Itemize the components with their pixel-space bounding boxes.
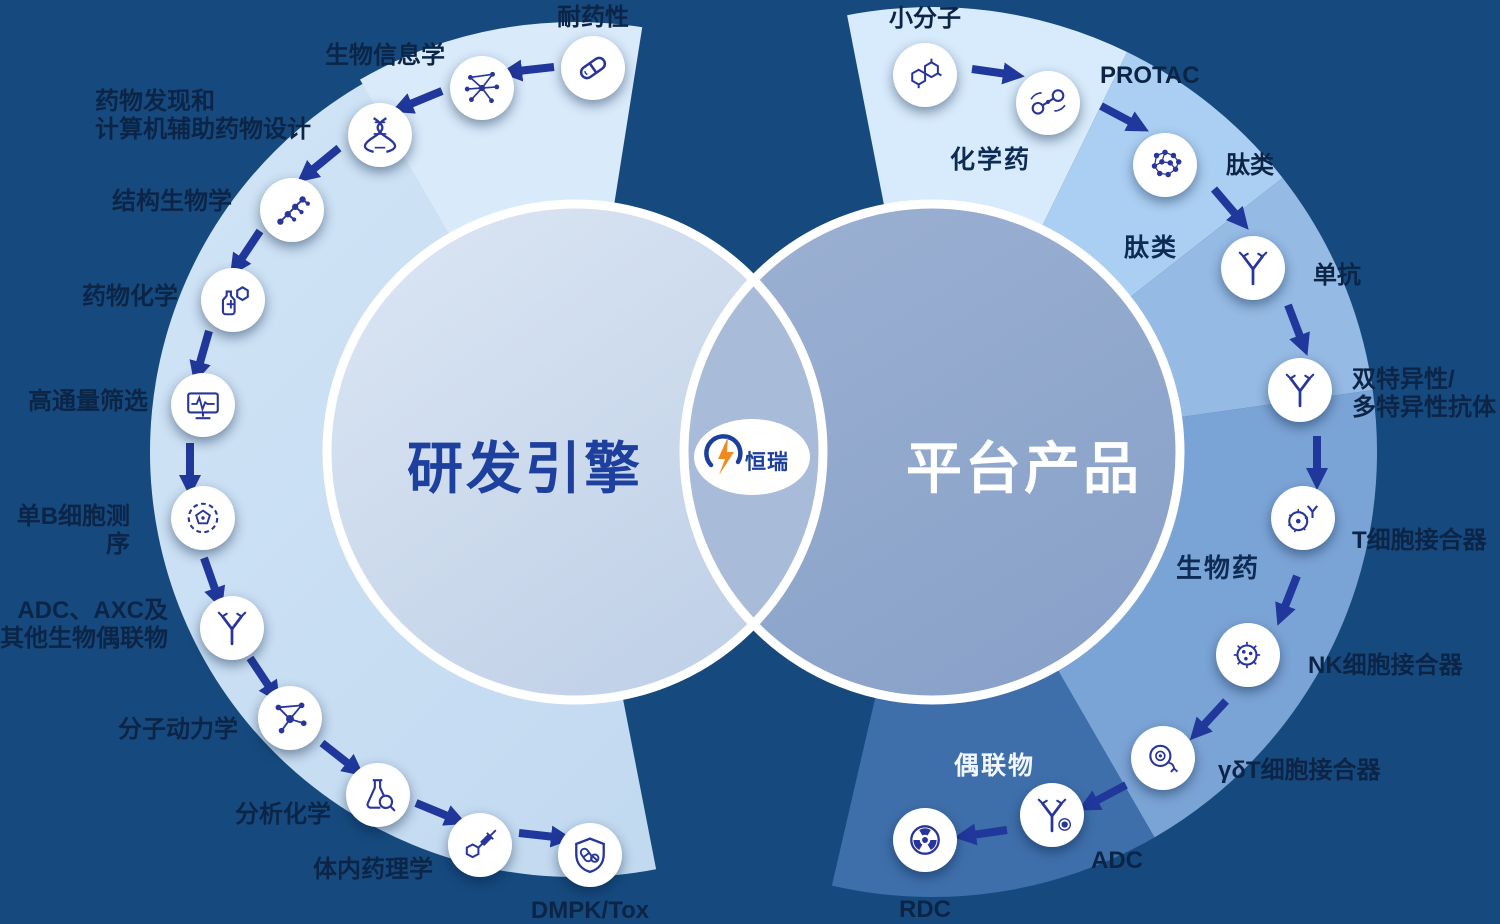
shield-pills-icon (571, 836, 609, 874)
logo (694, 419, 810, 495)
flow-arrows-right (954, 62, 1328, 846)
label-structural-biology: 结构生物学 (112, 188, 232, 215)
flask-magnifier-icon (359, 776, 397, 814)
nk-cell-engager-icon (1229, 636, 1267, 674)
label-small-molecule: 小分子 (889, 5, 961, 32)
label-nk-cell-engager: NK细胞接合器 (1308, 652, 1463, 679)
node-structural-biology (260, 178, 324, 242)
label-peptides: 肽类 (1226, 152, 1274, 179)
node-t-cell-engager (1271, 486, 1335, 550)
node-rdc (893, 808, 957, 872)
dna-icon (361, 116, 399, 154)
node-monoclonal-antibody (1221, 236, 1285, 300)
label-gdt-cell-engager: γδT细胞接合器 (1218, 757, 1381, 784)
label-single-b-cell-sequencing: 单B细胞测序 (16, 503, 130, 559)
node-analytical-chemistry (346, 763, 410, 827)
node-peptides (1133, 133, 1197, 197)
node-adc (1020, 783, 1084, 847)
sector-label-conjugates: 偶联物 (954, 752, 1036, 780)
network-icon (463, 69, 501, 107)
node-bispecific-antibody (1268, 358, 1332, 422)
label-rdc: RDC (899, 896, 951, 923)
syringe-molecule-icon (461, 826, 499, 864)
label-t-cell-engager: T细胞接合器 (1352, 527, 1487, 554)
label-drug-discovery-cadd: 药物发现和 计算机辅助药物设计 (95, 88, 311, 144)
chemistry-bottle-icon (214, 281, 252, 319)
screening-monitor-icon (184, 386, 222, 424)
node-drug-discovery-cadd (348, 103, 412, 167)
logo-bolt-icon (718, 437, 734, 475)
label-analytical-chemistry: 分析化学 (235, 801, 331, 828)
t-cell-engager-icon (1284, 499, 1322, 537)
right-circle-border (679, 199, 1185, 705)
left-circle-border (322, 199, 828, 705)
label-medicinal-chemistry: 药物化学 (82, 283, 178, 310)
label-protac: PROTAC (1100, 62, 1200, 89)
node-molecular-dynamics (258, 686, 322, 750)
peptide-cluster-icon (1146, 146, 1184, 184)
node-gdt-cell-engager (1131, 726, 1195, 790)
node-bioinformatics (450, 56, 514, 120)
sector-label-biologics: 生物药 (1176, 553, 1261, 583)
node-nk-cell-engager (1216, 623, 1280, 687)
right-circle-title: 平台产品 (906, 437, 1142, 500)
node-adc-axc-bioconjugates (200, 596, 264, 660)
label-in-vivo-pharmacology: 体内药理学 (313, 856, 433, 883)
left-circle-title: 研发引擎 (407, 437, 643, 500)
capsule-icon (574, 49, 612, 87)
label-dmpk-tox: DMPK/Tox (530, 897, 650, 924)
bispecific-antibody-icon (1281, 371, 1319, 409)
label-bispecific-antibody: 双特异性/ 多特异性抗体 (1352, 366, 1496, 422)
right-circle (684, 204, 1180, 700)
label-monoclonal-antibody: 单抗 (1313, 262, 1361, 289)
logo-text: 恒瑞 (745, 451, 789, 474)
node-medicinal-chemistry (201, 268, 265, 332)
protac-linker-icon (1029, 84, 1067, 122)
small-molecule-icon (906, 56, 944, 94)
gdt-cell-engager-icon (1144, 739, 1182, 777)
antibody-icon (1234, 249, 1272, 287)
node-in-vivo-pharmacology (448, 813, 512, 877)
sector-label-peptides: 肽类 (1124, 234, 1179, 262)
antibody-conjugate-icon (213, 609, 251, 647)
label-molecular-dynamics: 分子动力学 (118, 716, 238, 743)
label-drug-resistance: 耐药性 (557, 4, 629, 31)
left-circle (327, 204, 823, 700)
node-high-throughput-screening (171, 373, 235, 437)
adc-antibody-icon (1033, 796, 1071, 834)
label-high-throughput-screening: 高通量筛选 (28, 388, 148, 415)
node-dmpk-tox (558, 823, 622, 887)
node-small-molecule (893, 43, 957, 107)
label-adc: ADC (1091, 847, 1143, 874)
node-single-b-cell-sequencing (171, 486, 235, 550)
node-drug-resistance (561, 36, 625, 100)
label-adc-axc-bioconjugates: ADC、AXC及 其他生物偶联物 (0, 597, 168, 653)
molecule-3d-icon (271, 699, 309, 737)
label-bioinformatics: 生物信息学 (325, 42, 445, 69)
node-protac (1016, 71, 1080, 135)
logo-swirl-icon (704, 434, 743, 468)
flow-arrows-left (179, 59, 573, 848)
sector-label-chemical-drugs: 化学药 (950, 146, 1032, 174)
radiation-icon (906, 821, 944, 859)
single-cell-icon (184, 499, 222, 537)
molecule-chain-icon (273, 191, 311, 229)
